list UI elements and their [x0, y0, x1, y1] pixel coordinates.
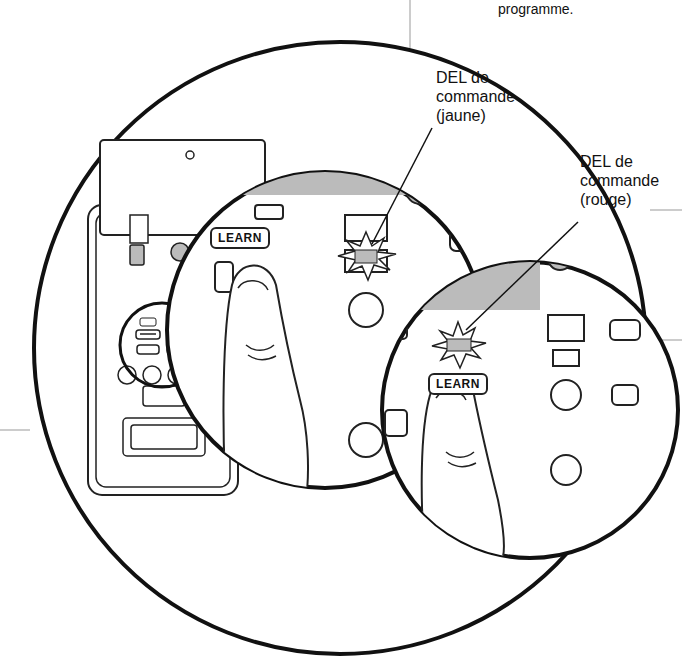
- learn-button: LEARN: [428, 373, 488, 395]
- led-label: DEL de commande (rouge): [580, 152, 676, 209]
- led-label: DEL de commande (jaune): [436, 68, 536, 125]
- button-text: LEARN: [436, 377, 480, 391]
- caption-fragment: programme.: [498, 0, 608, 19]
- learn-button: LEARN: [210, 227, 270, 249]
- button-text: LEARN: [218, 231, 262, 245]
